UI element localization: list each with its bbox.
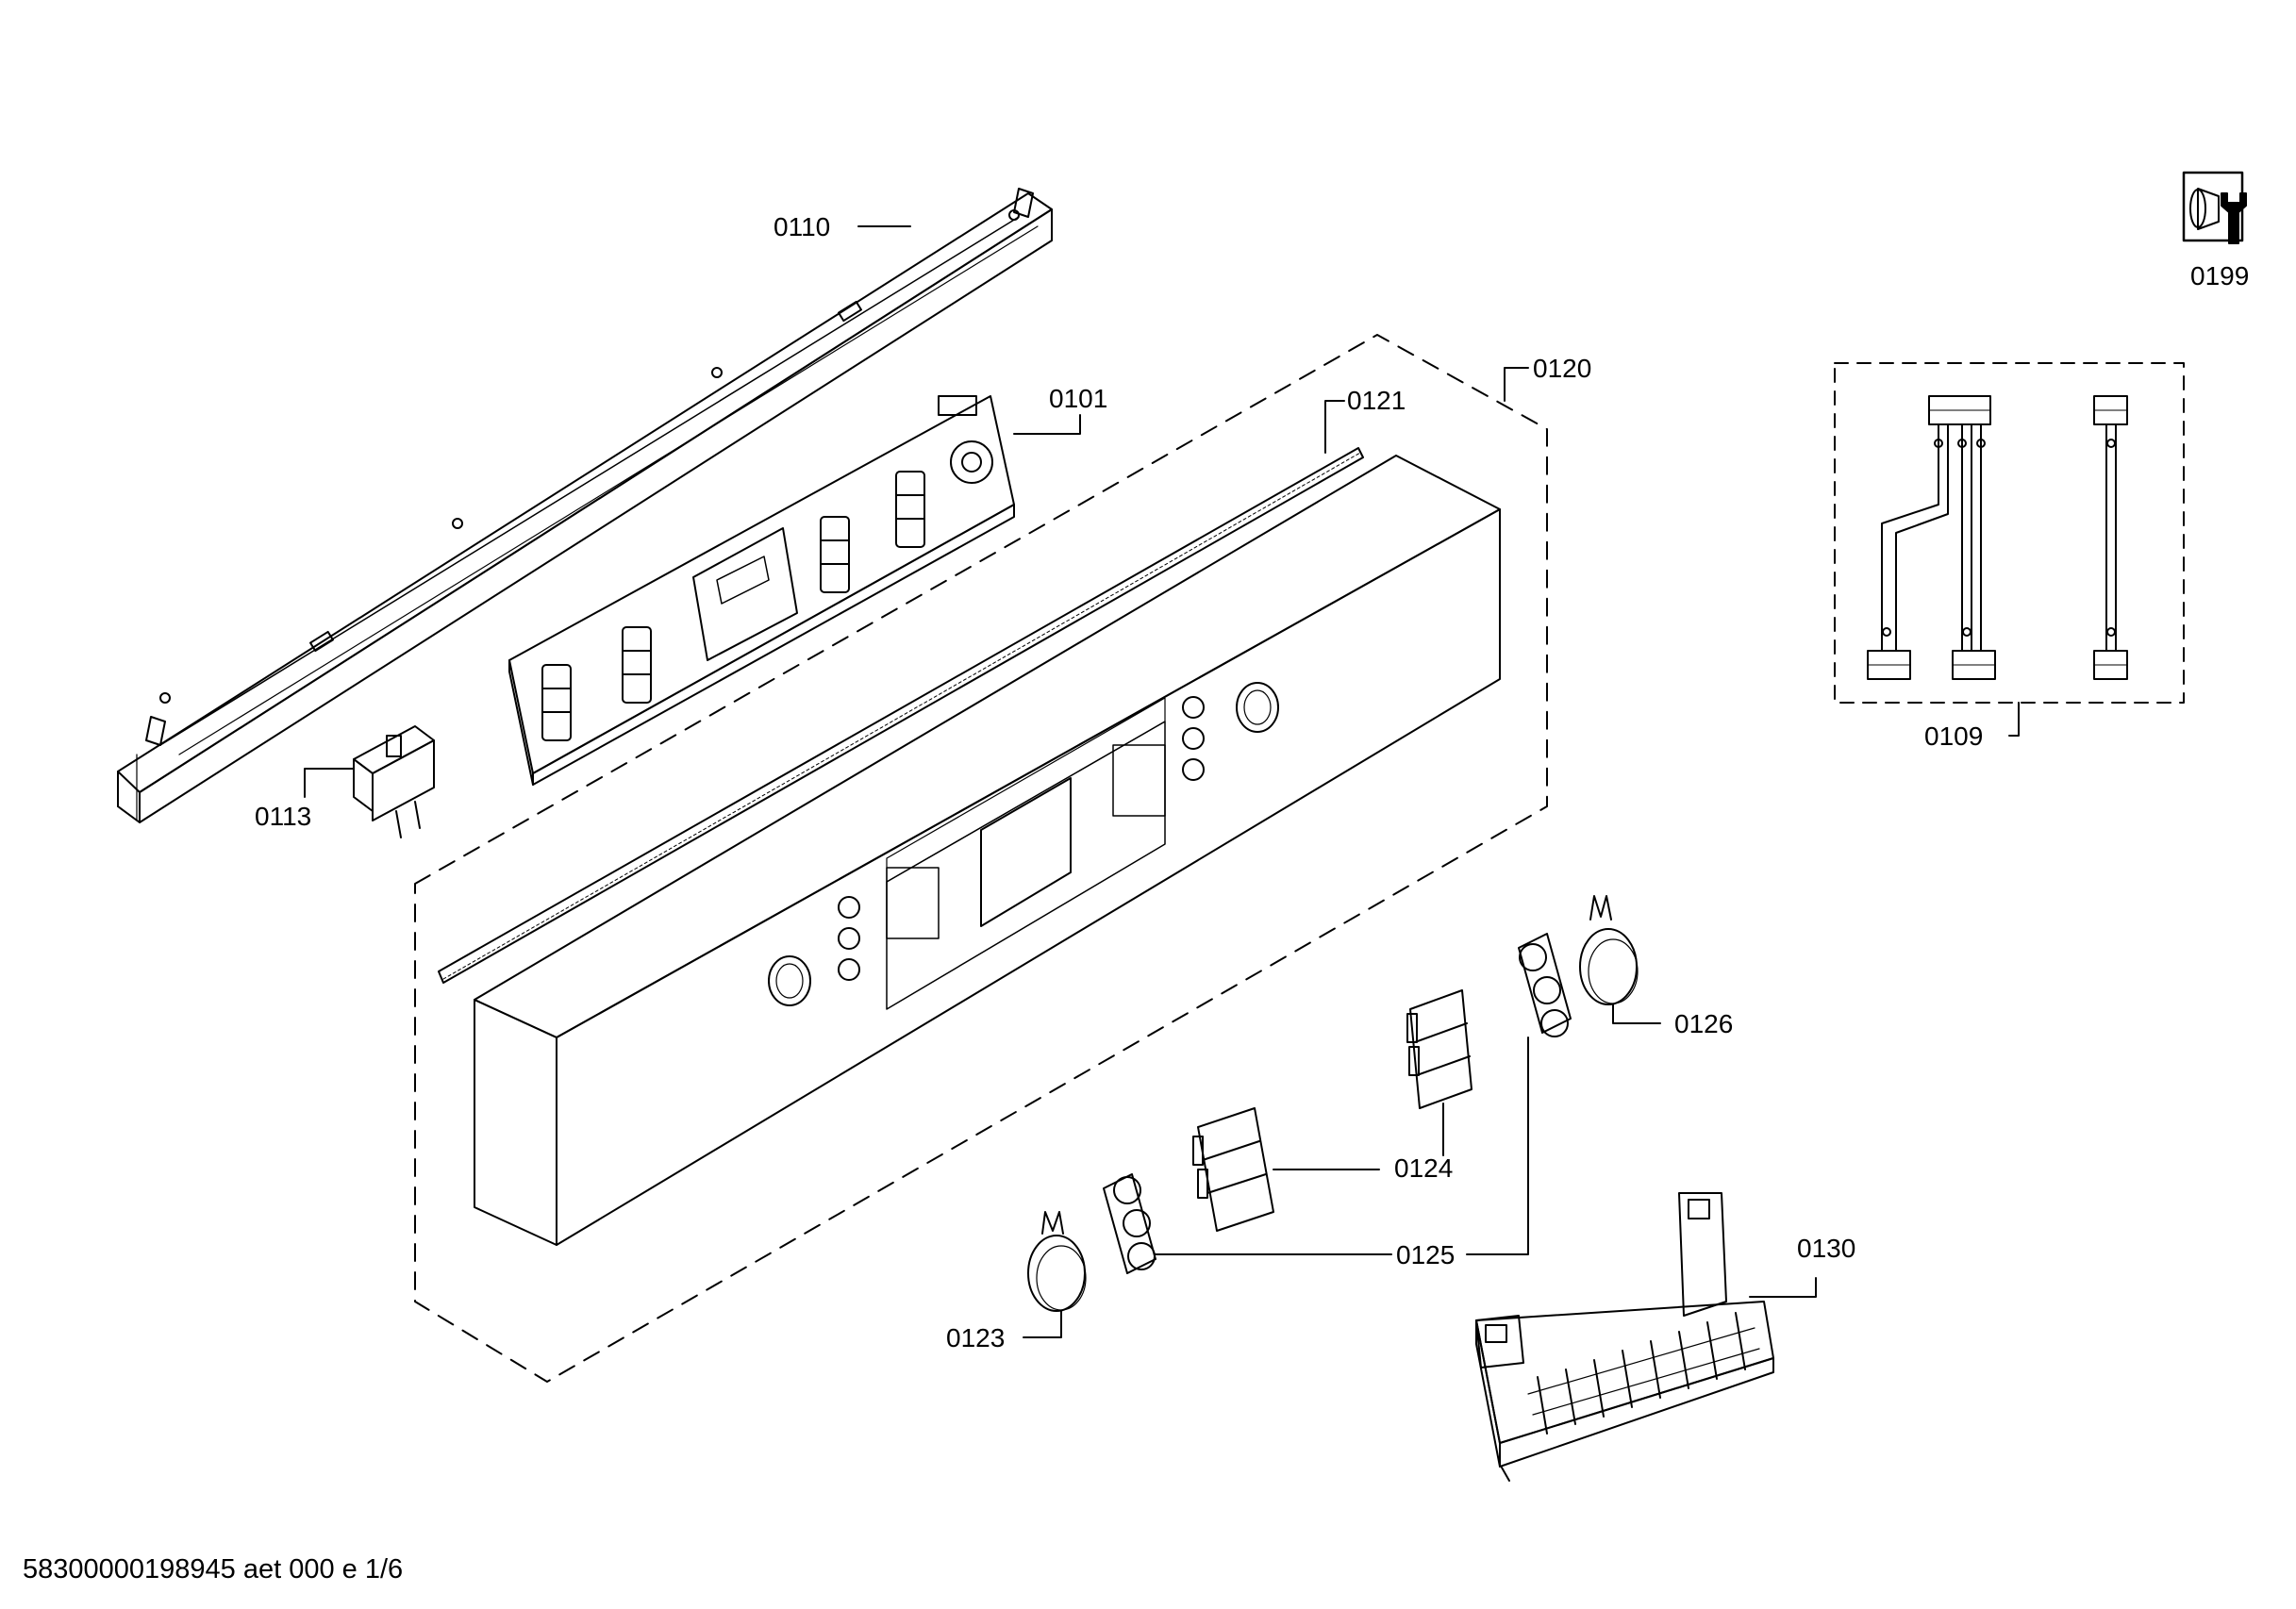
control-panel-housing[interactable] [474, 455, 1501, 1246]
part-label-0126: 0126 [1674, 1009, 1733, 1038]
leader-0109 [2008, 702, 2020, 737]
part-0121-strip[interactable] [438, 447, 1364, 984]
assembly-group-0120-boundary [414, 334, 1548, 1383]
part-label-0123: 0123 [946, 1323, 1005, 1352]
leader-0113 [304, 768, 355, 798]
part-0113-clip[interactable] [353, 725, 435, 838]
part-label-0130: 0130 [1797, 1234, 1855, 1263]
part-label-0113: 0113 [255, 802, 311, 831]
document-code: 58300000198945 aet 000 e 1/6 [23, 1554, 404, 1584]
part-0130-holder[interactable] [1475, 1192, 1774, 1482]
part-0126-knob[interactable] [1579, 895, 1639, 1005]
part-0125-button-stack-upper[interactable] [1518, 933, 1572, 1037]
part-label-0109: 0109 [1924, 722, 1983, 751]
leader-0126 [1612, 1004, 1661, 1024]
leader-0101 [1013, 414, 1081, 435]
part-0123-knob[interactable] [1027, 1211, 1087, 1312]
part-0124-switch-block-lower[interactable] [1192, 1107, 1274, 1232]
part-0110-rail[interactable] [117, 188, 1053, 823]
part-label-0199: 0199 [2190, 261, 2249, 290]
leader-0121 [1324, 400, 1345, 454]
part-label-0101: 0101 [1049, 384, 1107, 413]
service-tool-icon[interactable] [2182, 171, 2247, 244]
part-label-0121: 0121 [1347, 386, 1406, 415]
cable-harness-group-0109-boundary [1834, 362, 2185, 704]
part-label-0110: 0110 [774, 212, 830, 241]
part-label-0124: 0124 [1394, 1153, 1453, 1183]
part-0124-switch-block-upper[interactable] [1406, 989, 1472, 1109]
leader-0124 [1273, 1103, 1444, 1170]
leader-0125 [1155, 1037, 1529, 1255]
part-0109-cable-harness[interactable] [1867, 395, 2128, 680]
part-label-0120: 0120 [1533, 354, 1591, 383]
part-0101-control-module[interactable] [508, 395, 1015, 786]
leader-0130 [1749, 1277, 1817, 1298]
leader-0123 [1023, 1310, 1062, 1338]
part-0125-button-stack-lower[interactable] [1103, 1173, 1156, 1274]
part-label-0125: 0125 [1396, 1240, 1455, 1269]
leader-0120 [1504, 367, 1529, 402]
